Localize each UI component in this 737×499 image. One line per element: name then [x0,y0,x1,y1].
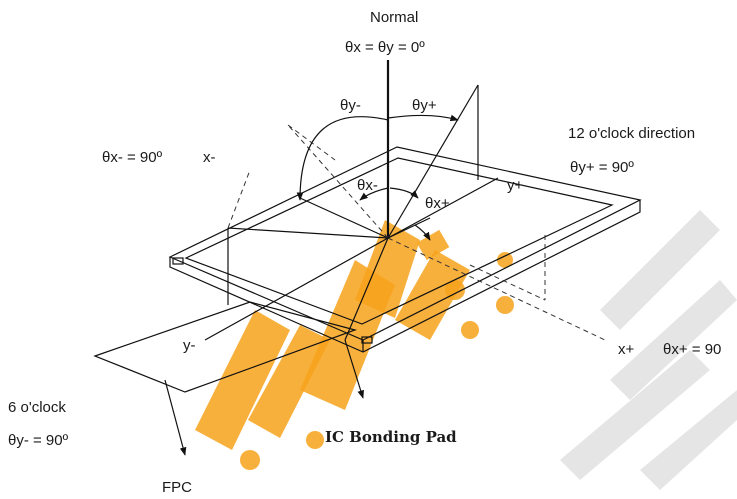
x-minus-dashed [227,169,251,229]
theta-x-plus-arc-lower [414,224,431,241]
theta-x-plus-ray [387,217,431,239]
normal-label: Normal [370,9,418,26]
theta-x-plus-90-label: θx+ = 90 [663,341,721,358]
theta-y-plus-arc [387,114,459,122]
theta-y-minus-90-label: θy- = 90º [8,432,69,449]
normal-eq-label: θx = θy = 0º [345,39,425,56]
twelve-oclock-label: 12 o'clock direction [568,125,695,142]
theta-y-plus-90-label: θy+ = 90º [570,159,634,176]
x-minus-axis [227,227,389,239]
theta-x-minus-dashed [287,124,389,239]
display-panel [168,146,642,353]
y-plus-axis [387,177,499,239]
fpc-arrow [164,379,187,456]
six-oclock-label: 6 o'clock [8,399,66,416]
ic-bonding-pad-label: IC Bonding Pad [325,428,457,446]
theta-x-minus-label: θx- [357,177,378,194]
labels: Normal θx = θy = 0º θy- θy+ 12 o'clock d… [8,9,721,496]
callout-arrows [164,339,364,456]
y-minus-axis [204,237,389,341]
theta-y-plus-label: θy+ [412,97,437,114]
theta-y-plus-ray [387,84,479,239]
x-plus-dashed-2 [469,264,546,301]
theta-x-plus-label: θx+ [425,195,450,212]
y-plus-label: y+ [507,177,524,194]
theta-x-minus-arc [359,187,389,201]
x-plus-label: x+ [618,341,635,358]
fpc-ribbon [93,301,357,393]
theta-y-minus-label: θy- [340,97,361,114]
watermark [195,210,737,490]
theta-y-minus-ray [299,197,389,239]
angle-arcs [296,114,459,241]
watermark-logo-grey [560,210,737,490]
y-minus-label: y- [183,337,196,354]
x-minus-label: x- [203,149,216,166]
axes [204,60,606,341]
theta-y-minus-arc [296,116,389,201]
center-to-front [344,237,389,341]
ic-bonding-pad-arrow [344,339,364,399]
x-plus-axis [387,237,606,341]
theta-x-minus-90-label: θx- = 90º [102,149,163,166]
fpc-label: FPC [162,479,192,496]
theta-x-plus-arc [389,187,419,199]
